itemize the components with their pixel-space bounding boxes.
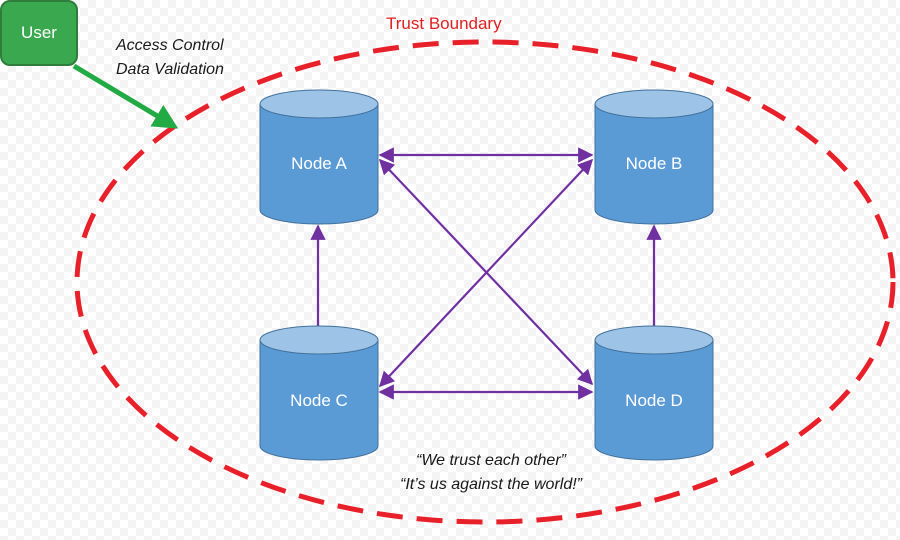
connector-c-b (378, 158, 594, 388)
access-control-label: Access Control (116, 37, 224, 54)
node-b-label: Node B (625, 154, 683, 173)
quote-line-2: “It’s us against the world!” (399, 476, 582, 493)
node-c-cylinder (259, 325, 379, 461)
user-box: User (0, 0, 78, 66)
node-b-cylinder (594, 89, 714, 225)
quote-line-1: “We trust each other” (416, 452, 566, 469)
trust-boundary-ellipse (74, 39, 896, 525)
node-d-label: Node D (625, 391, 683, 410)
node-a-label: Node A (291, 154, 347, 173)
node-a-cylinder (259, 89, 379, 225)
node-c-label: Node C (290, 391, 348, 410)
user-access-arrow (72, 63, 179, 129)
data-validation-label: Data Validation (116, 61, 224, 78)
trust-boundary-label: Trust Boundary (386, 14, 502, 33)
node-d-cylinder (594, 325, 714, 461)
user-label: User (21, 23, 57, 42)
